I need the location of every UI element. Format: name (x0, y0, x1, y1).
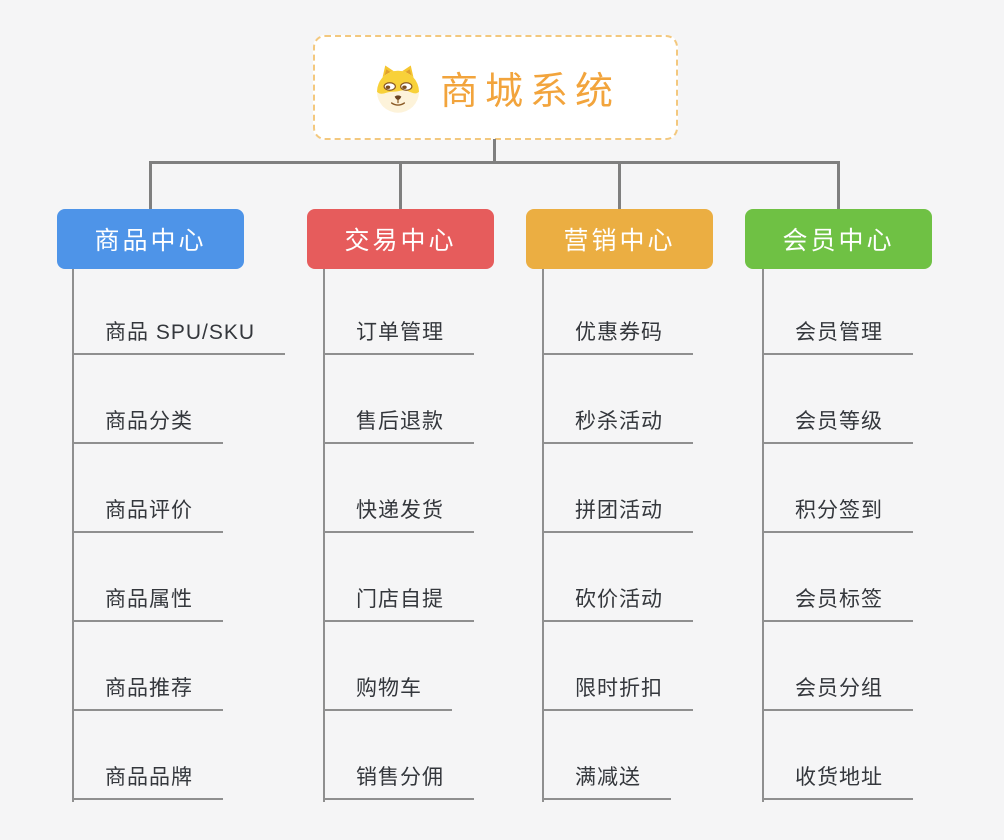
child-topic-row: 会员标签 (762, 533, 913, 622)
child-topic[interactable]: 会员等级 (762, 405, 913, 444)
child-topic-row: 砍价活动 (542, 533, 693, 622)
children-rail-member-center (762, 269, 764, 802)
child-topic-row: 商品评价 (72, 444, 285, 533)
child-topic[interactable]: 会员分组 (762, 672, 913, 711)
children-rail-product-center (72, 269, 74, 802)
child-topic-row: 商品分类 (72, 355, 285, 444)
children-rail-marketing-center (542, 269, 544, 802)
children-column-marketing-center: 优惠券码 秒杀活动 拼团活动 砍价活动 限时折扣 满减送 (542, 266, 693, 800)
branch-label: 商品中心 (94, 227, 207, 255)
branch-label: 营销中心 (563, 227, 676, 255)
root-node[interactable]: 商城系统 (313, 35, 678, 140)
child-topic[interactable]: 门店自提 (323, 583, 474, 622)
children-column-member-center: 会员管理 会员等级 积分签到 会员标签 会员分组 收货地址 (762, 266, 913, 800)
child-topic[interactable]: 拼团活动 (542, 494, 693, 533)
child-topic[interactable]: 商品推荐 (72, 672, 223, 711)
child-topic[interactable]: 秒杀活动 (542, 405, 693, 444)
child-topic-row: 会员等级 (762, 355, 913, 444)
shiba-dog-icon (376, 65, 419, 113)
connector-root-stem (493, 139, 496, 163)
child-topic-row: 购物车 (323, 622, 474, 711)
child-topic-row: 会员管理 (762, 266, 913, 355)
children-column-product-center: 商品 SPU/SKU 商品分类 商品评价 商品属性 商品推荐 商品品牌 (72, 266, 286, 800)
child-topic[interactable]: 优惠券码 (542, 316, 693, 355)
child-topic-row: 订单管理 (323, 266, 474, 355)
root-title: 商城系统 (439, 71, 620, 113)
child-topic[interactable]: 订单管理 (323, 316, 474, 355)
child-topic[interactable]: 商品 SPU/SKU (72, 316, 286, 355)
child-topic[interactable]: 满减送 (542, 761, 671, 800)
child-topic[interactable]: 购物车 (323, 672, 452, 711)
child-topic[interactable]: 限时折扣 (542, 672, 693, 711)
child-topic[interactable]: 积分签到 (762, 494, 913, 533)
branch-node-marketing-center[interactable]: 营销中心 (526, 209, 713, 269)
child-topic-row: 满减送 (542, 711, 693, 800)
child-topic[interactable]: 会员标签 (762, 583, 913, 622)
connector-drop-trade-center (399, 161, 402, 210)
child-topic[interactable]: 砍价活动 (542, 583, 693, 622)
child-topic[interactable]: 销售分佣 (323, 761, 474, 800)
connector-drop-marketing-center (618, 161, 621, 210)
child-topic-row: 销售分佣 (323, 711, 474, 800)
child-topic-row: 会员分组 (762, 622, 913, 711)
child-topic[interactable]: 商品品牌 (72, 761, 223, 800)
child-topic-row: 商品属性 (72, 533, 285, 622)
child-topic[interactable]: 商品评价 (72, 494, 223, 533)
child-topic-row: 门店自提 (323, 533, 474, 622)
branch-node-product-center[interactable]: 商品中心 (57, 209, 244, 269)
children-column-trade-center: 订单管理 售后退款 快递发货 门店自提 购物车 销售分佣 (323, 266, 474, 800)
child-topic-row: 收货地址 (762, 711, 913, 800)
child-topic[interactable]: 商品属性 (72, 583, 223, 622)
connector-drop-product-center (149, 161, 152, 210)
child-topic[interactable]: 商品分类 (72, 405, 223, 444)
child-topic-row: 限时折扣 (542, 622, 693, 711)
child-topic[interactable]: 快递发货 (323, 494, 474, 533)
branch-node-member-center[interactable]: 会员中心 (745, 209, 932, 269)
child-topic[interactable]: 会员管理 (762, 316, 913, 355)
children-rail-trade-center (323, 269, 325, 802)
child-topic-row: 商品 SPU/SKU (72, 266, 286, 355)
child-topic-row: 售后退款 (323, 355, 474, 444)
child-topic-row: 拼团活动 (542, 444, 693, 533)
child-topic-row: 积分签到 (762, 444, 913, 533)
child-topic[interactable]: 售后退款 (323, 405, 474, 444)
connector-horizontal-bar (149, 161, 840, 164)
branch-node-trade-center[interactable]: 交易中心 (307, 209, 494, 269)
branch-label: 交易中心 (344, 227, 457, 255)
child-topic-row: 商品推荐 (72, 622, 285, 711)
connector-drop-member-center (837, 161, 840, 210)
child-topic-row: 快递发货 (323, 444, 474, 533)
child-topic-row: 商品品牌 (72, 711, 285, 800)
child-topic-row: 秒杀活动 (542, 355, 693, 444)
child-topic[interactable]: 收货地址 (762, 761, 913, 800)
child-topic-row: 优惠券码 (542, 266, 693, 355)
branch-label: 会员中心 (782, 227, 895, 255)
